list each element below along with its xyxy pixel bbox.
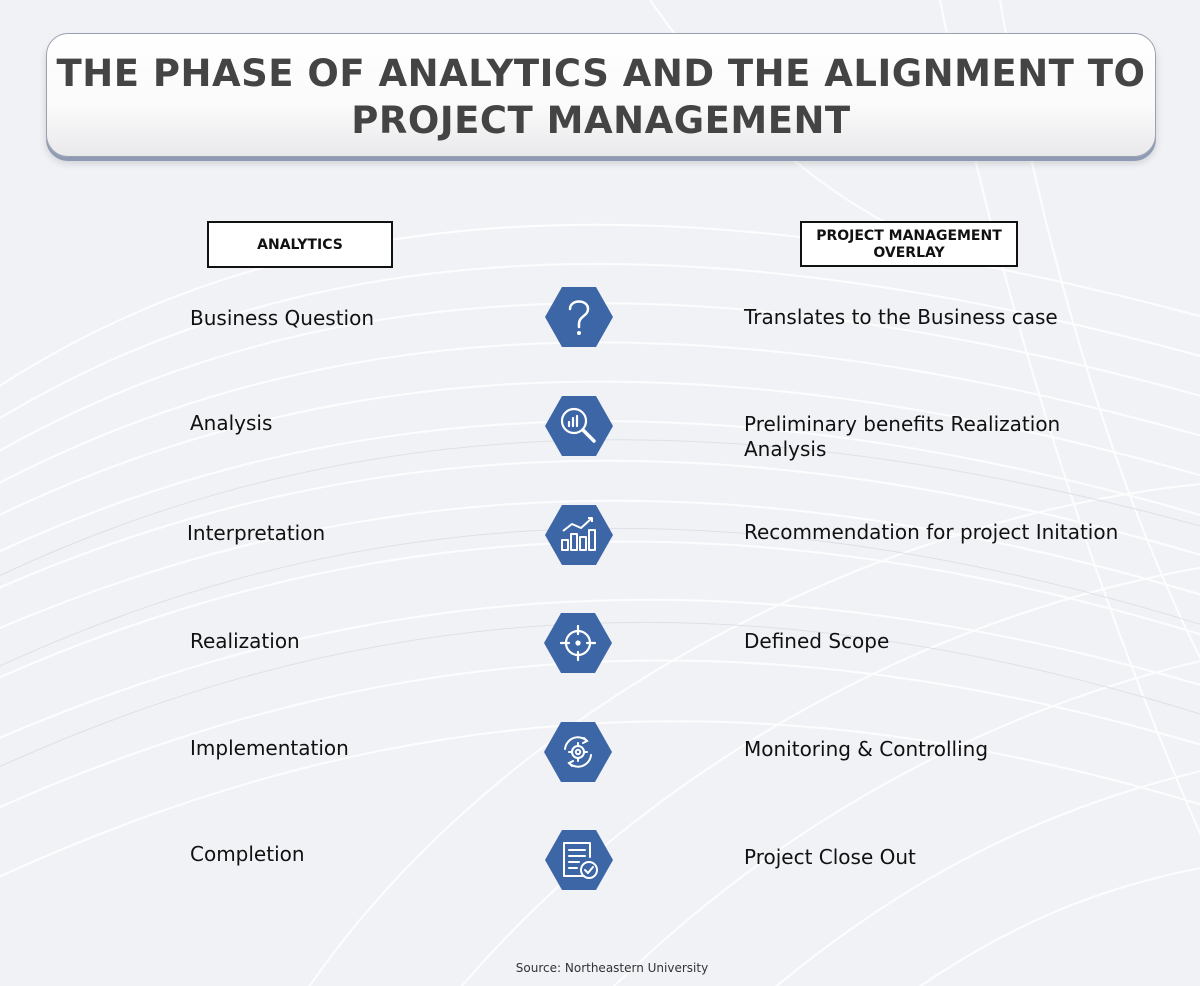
source-caption: Source: Northeastern University bbox=[515, 961, 709, 975]
analytics-item-implementation: Implementation bbox=[190, 736, 349, 760]
document-check-icon bbox=[545, 830, 613, 890]
pm-item-defined-scope: Defined Scope bbox=[744, 629, 890, 653]
pm-item-recommendation: Recommendation for project Initation bbox=[744, 520, 1119, 544]
pm-item-benefits-realization: Preliminary benefits Realization Analysi… bbox=[744, 412, 1061, 461]
analytics-header: ANALYTICS bbox=[207, 221, 393, 268]
analytics-item-analysis: Analysis bbox=[190, 411, 273, 435]
title-banner: THE PHASE OF ANALYTICS AND THE ALIGNMENT… bbox=[46, 33, 1156, 157]
question-mark-icon bbox=[545, 287, 613, 347]
magnifier-chart-icon bbox=[545, 396, 613, 456]
page-title: THE PHASE OF ANALYTICS AND THE ALIGNMENT… bbox=[56, 52, 1146, 142]
bar-chart-trend-icon bbox=[545, 505, 613, 565]
target-crosshair-icon bbox=[544, 613, 612, 673]
project-management-header: PROJECT MANAGEMENT OVERLAY bbox=[800, 221, 1018, 267]
analytics-item-interpretation: Interpretation bbox=[187, 521, 326, 545]
analytics-item-business-question: Business Question bbox=[190, 306, 375, 330]
analytics-item-completion: Completion bbox=[190, 842, 305, 866]
pm-item-business-case: Translates to the Business case bbox=[744, 305, 1058, 329]
gear-cycle-icon bbox=[544, 722, 612, 782]
pm-item-monitoring-controlling: Monitoring & Controlling bbox=[744, 737, 989, 761]
analytics-item-realization: Realization bbox=[190, 629, 300, 653]
pm-item-close-out: Project Close Out bbox=[744, 845, 916, 869]
